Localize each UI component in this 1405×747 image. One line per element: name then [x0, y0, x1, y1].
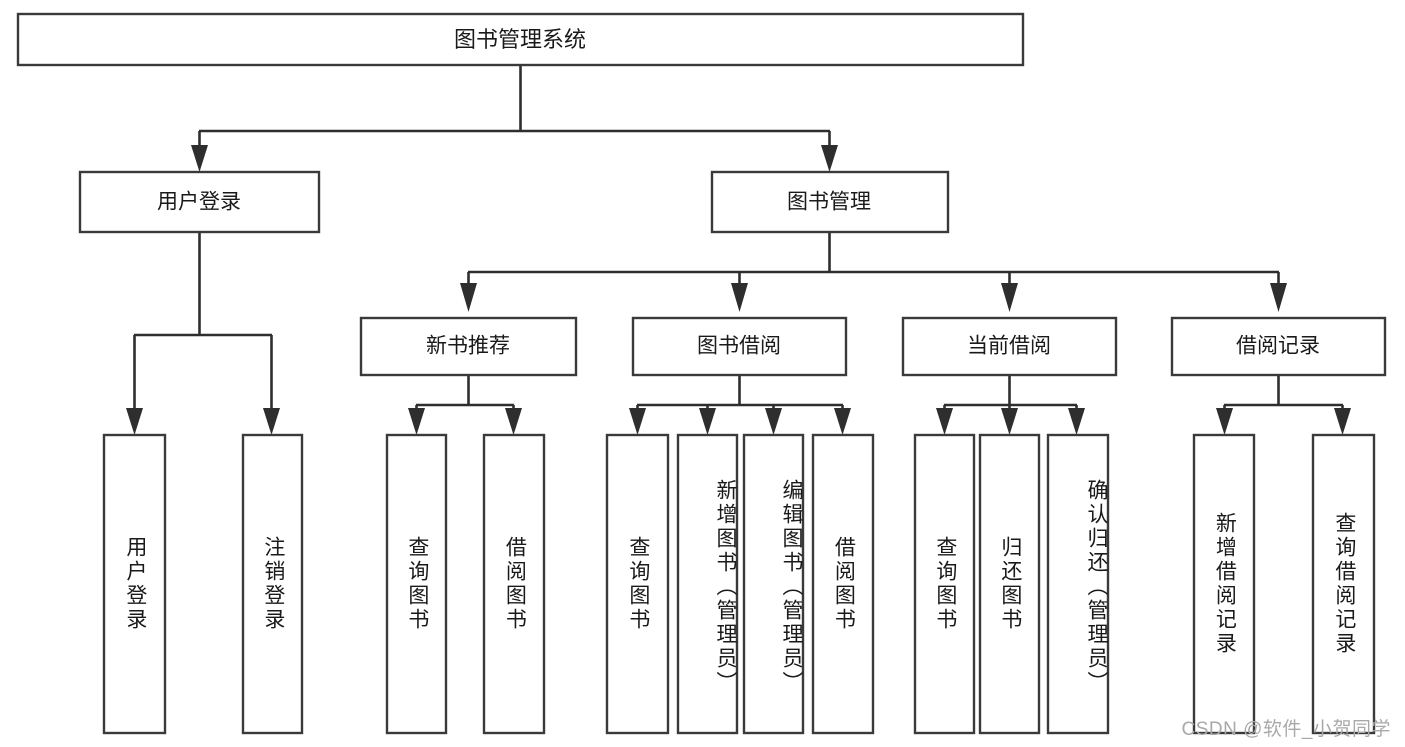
node-current-borrow-box[interactable]: [901, 316, 1118, 377]
arrow-borrow-l4: [834, 408, 851, 435]
arrow-current-l3: [1068, 408, 1085, 435]
arrow-borrow-l3: [765, 408, 782, 435]
leaf-box-11[interactable]: [1192, 433, 1256, 735]
leaf-box-2[interactable]: [385, 433, 448, 735]
leaf-box-5[interactable]: [676, 433, 739, 735]
node-book-management-box[interactable]: [710, 170, 950, 234]
node-book-borrow-box[interactable]: [631, 316, 848, 377]
connector-group-root: [191, 65, 838, 172]
connector-group-current-borrow: [936, 375, 1085, 435]
node-root-label: 图书管理系统: [454, 27, 586, 52]
leaf-box-7[interactable]: [811, 433, 875, 735]
leaf-box-12[interactable]: [1311, 433, 1376, 735]
leaf-box-8[interactable]: [913, 433, 976, 735]
leaf-box-1[interactable]: [241, 433, 304, 735]
node-borrow-record-box[interactable]: [1170, 316, 1387, 377]
arrow-borrow-l1: [629, 408, 646, 435]
node-new-book-box[interactable]: [359, 316, 578, 377]
arrow-current-l1: [936, 408, 953, 435]
leaf-box-6[interactable]: [742, 433, 805, 735]
node-user-login-label: 用户登录: [157, 191, 241, 214]
connector-group-book-borrow: [629, 375, 851, 435]
leaf-box-9[interactable]: [978, 433, 1041, 735]
node-new-book-label: 新书推荐: [426, 335, 510, 358]
connector-group-book-management: [460, 232, 1287, 312]
node-current-borrow-label: 当前借阅: [967, 335, 1051, 358]
arrow-book-to-borrow: [731, 283, 748, 312]
arrow-record-l1: [1216, 408, 1233, 435]
node-root-box[interactable]: [16, 12, 1025, 67]
arrow-record-l2: [1334, 408, 1351, 435]
arrow-book-to-current: [1001, 283, 1018, 312]
leaf-box-4[interactable]: [605, 433, 670, 735]
arrow-user-leaf1: [126, 408, 143, 435]
arrow-book-to-record: [1270, 283, 1287, 312]
arrow-book-to-new: [460, 283, 477, 312]
arrow-user-leaf2: [263, 408, 280, 435]
node-book-borrow-label: 图书借阅: [697, 335, 781, 358]
node-user-login-box[interactable]: [78, 170, 321, 234]
arrow-borrow-l2: [699, 408, 716, 435]
arrow-current-l2: [1001, 408, 1018, 435]
connector-group-borrow-record: [1216, 375, 1351, 435]
arrow-root-to-user: [191, 145, 208, 172]
leaf-box-0[interactable]: [102, 433, 167, 735]
leaf-box-3[interactable]: [482, 433, 546, 735]
node-borrow-record-label: 借阅记录: [1236, 335, 1320, 358]
arrow-newbook-l1: [408, 408, 425, 435]
arrow-newbook-l2: [505, 408, 522, 435]
leaf-box-10[interactable]: [1046, 433, 1110, 735]
arrow-root-to-book: [821, 145, 838, 172]
node-book-management-label: 图书管理: [787, 191, 871, 214]
connector-group-user-login: [126, 232, 280, 435]
watermark-text: CSDN @软件_小贺同学: [1181, 719, 1391, 740]
connector-group-new-book: [408, 375, 522, 435]
